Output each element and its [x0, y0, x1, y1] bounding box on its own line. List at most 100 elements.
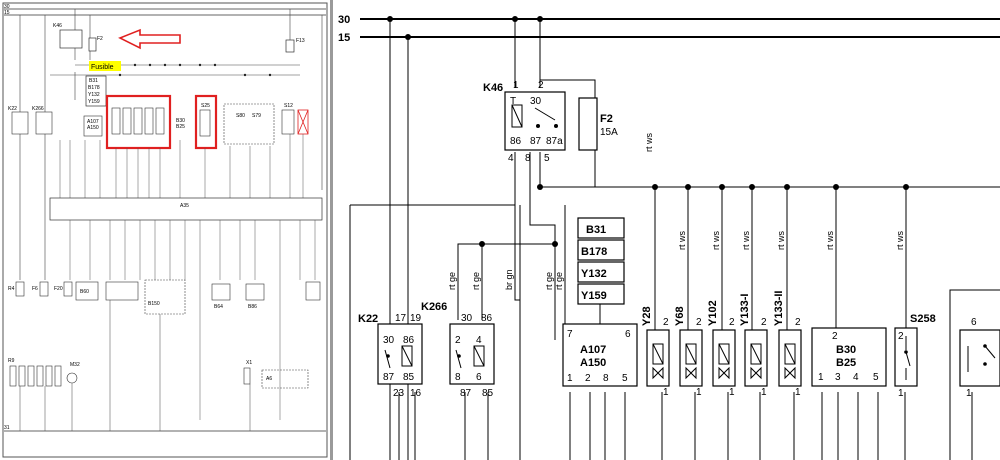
overview-fuse-f13 — [285, 39, 295, 53]
svg-text:B86: B86 — [248, 304, 257, 310]
svg-text:rt ws: rt ws — [776, 231, 786, 250]
fuse-f2-label: F2 — [600, 113, 613, 125]
relay-k46-label: K46 — [483, 82, 503, 94]
svg-text:2: 2 — [761, 317, 767, 328]
switch-s258-label: S258 — [910, 313, 936, 325]
svg-text:1: 1 — [696, 387, 702, 398]
overview-b150 — [144, 279, 186, 315]
relay-k22 — [377, 323, 423, 385]
svg-text:1: 1 — [898, 388, 904, 399]
svg-text:2: 2 — [832, 331, 838, 342]
svg-text:rt ws: rt ws — [895, 231, 905, 250]
svg-text:86: 86 — [510, 136, 522, 147]
svg-text:1: 1 — [795, 387, 801, 398]
svg-text:1: 1 — [729, 387, 735, 398]
svg-text:1: 1 — [761, 387, 767, 398]
fuse-f2 — [578, 97, 598, 151]
svg-text:86: 86 — [403, 335, 415, 346]
overview-switch-block — [223, 103, 275, 145]
svg-text:F13: F13 — [296, 38, 305, 44]
svg-text:K22: K22 — [8, 106, 17, 112]
svg-text:B60: B60 — [80, 289, 89, 295]
svg-text:6: 6 — [971, 317, 977, 328]
module-b31: B31 — [586, 224, 606, 236]
overview-b60 — [75, 281, 99, 301]
svg-text:S12: S12 — [284, 103, 293, 109]
svg-text:30: 30 — [383, 335, 395, 346]
module-stack — [577, 217, 625, 305]
svg-text:B178: B178 — [88, 85, 100, 91]
fusible-label: Fusible — [91, 64, 114, 71]
switch-s258 — [894, 327, 918, 387]
svg-text:A6: A6 — [266, 376, 272, 382]
svg-text:rt ge: rt ge — [544, 272, 554, 290]
svg-text:1: 1 — [567, 373, 573, 384]
svg-text:2: 2 — [663, 317, 669, 328]
svg-text:16: 16 — [410, 388, 422, 399]
relay-k22-label: K22 — [358, 313, 378, 325]
svg-text:23: 23 — [393, 388, 405, 399]
module-b30 — [811, 327, 887, 387]
svg-text:rt ws: rt ws — [741, 231, 751, 250]
actuator-y68-label: Y68 — [674, 306, 686, 326]
rail-30-label: 30 — [338, 14, 350, 26]
svg-text:B25: B25 — [176, 124, 185, 130]
actuator-y133-ii-label: Y133-II — [773, 291, 785, 326]
overview-switch-highlight — [194, 94, 218, 150]
detail-diagram: 30 15 — [333, 0, 1000, 460]
svg-text:A35: A35 — [180, 203, 189, 209]
svg-text:4: 4 — [853, 372, 859, 383]
rail-15-label: 15 — [338, 32, 350, 44]
svg-text:30: 30 — [530, 96, 542, 107]
svg-text:A107: A107 — [87, 119, 99, 125]
svg-text:2: 2 — [538, 80, 544, 91]
overview-relay-k46 — [59, 29, 83, 49]
svg-text:2: 2 — [898, 331, 904, 342]
module-y159: Y159 — [581, 290, 607, 302]
svg-text:F2: F2 — [97, 36, 103, 42]
svg-text:1: 1 — [663, 387, 669, 398]
svg-text:6: 6 — [476, 372, 482, 383]
svg-text:5: 5 — [544, 153, 550, 164]
overview-actuator-highlight — [105, 94, 172, 150]
svg-text:B30: B30 — [176, 118, 185, 124]
overview-k266 — [35, 111, 53, 135]
svg-text:6: 6 — [625, 329, 631, 340]
svg-text:3: 3 — [835, 372, 841, 383]
svg-text:1: 1 — [966, 388, 972, 399]
svg-text:8: 8 — [525, 153, 531, 164]
overview-rail-15: 15 — [4, 10, 10, 16]
svg-text:rt ws: rt ws — [677, 231, 687, 250]
svg-text:R4: R4 — [8, 286, 15, 292]
red-arrow-annotation — [118, 28, 181, 50]
svg-text:rt ws: rt ws — [711, 231, 721, 250]
svg-text:rt ge: rt ge — [447, 272, 457, 290]
overview-a6 — [261, 369, 309, 389]
svg-text:2: 2 — [455, 335, 461, 346]
module-y132: Y132 — [581, 268, 607, 280]
fusible-highlight — [89, 61, 121, 71]
svg-text:4: 4 — [508, 153, 514, 164]
panel-divider — [330, 0, 333, 460]
svg-text:rt ge: rt ge — [471, 272, 481, 290]
svg-text:4: 4 — [476, 335, 482, 346]
overview-b86 — [245, 283, 265, 301]
svg-text:rt ws: rt ws — [825, 231, 835, 250]
module-a107-label: A107 — [580, 344, 606, 356]
svg-text:85: 85 — [403, 372, 415, 383]
svg-text:S80: S80 — [236, 113, 245, 119]
svg-text:Y159: Y159 — [88, 99, 100, 105]
svg-text:K46: K46 — [53, 23, 62, 29]
actuator-y133-ii — [778, 329, 802, 387]
svg-text:87: 87 — [530, 136, 542, 147]
module-a150-label: A150 — [580, 357, 606, 369]
module-b25-label: B25 — [836, 357, 856, 369]
svg-text:87a: 87a — [546, 136, 563, 147]
svg-text:85: 85 — [482, 388, 494, 399]
actuator-y28-label: Y28 — [641, 306, 653, 326]
svg-text:2: 2 — [585, 373, 591, 384]
svg-text:5: 5 — [873, 372, 879, 383]
svg-text:rt ws: rt ws — [644, 133, 654, 152]
relay-k46 — [504, 91, 566, 151]
fuse-f2-rating: 15A — [600, 127, 618, 138]
